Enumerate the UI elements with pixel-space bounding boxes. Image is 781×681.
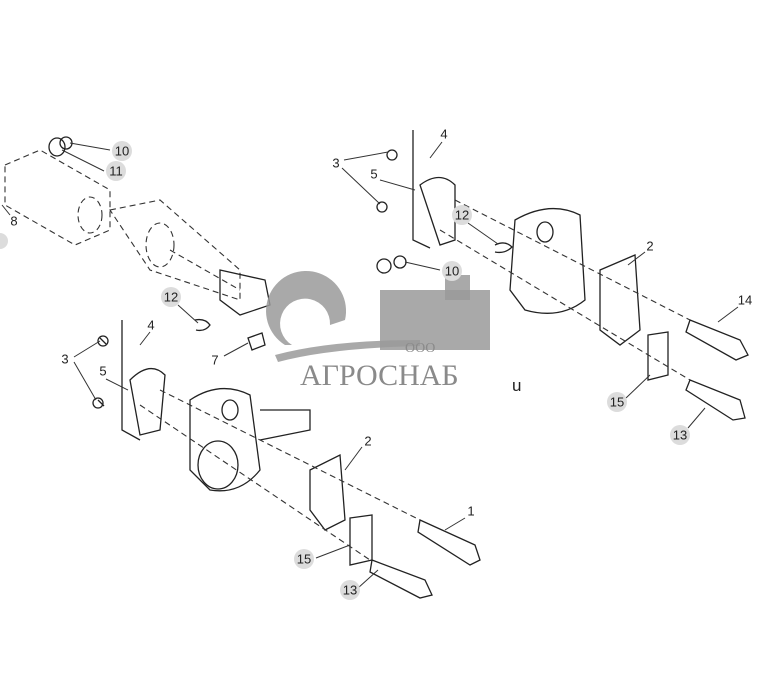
svg-text:10: 10	[445, 264, 459, 279]
callout-5: 5	[99, 364, 106, 379]
watermark-name: АГРОСНАБ	[300, 359, 459, 392]
svg-text:4: 4	[440, 127, 447, 142]
callout-2: 2	[646, 239, 653, 254]
callout-2: 2	[364, 434, 371, 449]
callout-4: 4	[147, 318, 154, 333]
svg-text:3: 3	[61, 352, 68, 367]
callout-10: 10	[112, 141, 132, 161]
left-bracket-assembly	[92, 318, 481, 599]
callout-1: 1	[467, 504, 474, 519]
callout-3: 3	[61, 352, 68, 367]
svg-text:2: 2	[364, 434, 371, 449]
cylinder-assembly	[4, 136, 271, 316]
svg-text:15: 15	[610, 395, 624, 410]
agrosnab-watermark-logo: ООО АГРОСНАБ u	[266, 270, 521, 395]
svg-text:13: 13	[673, 428, 687, 443]
callout-11: 11	[106, 161, 126, 181]
svg-text:8: 8	[10, 214, 17, 229]
svg-text:13: 13	[343, 583, 357, 598]
svg-text:3: 3	[332, 156, 339, 171]
svg-text:12: 12	[164, 290, 178, 305]
watermark-prefix: ООО	[405, 341, 435, 356]
svg-text:11: 11	[109, 164, 123, 179]
svg-text:5: 5	[99, 364, 106, 379]
callout-15: 15	[607, 392, 627, 412]
right-bracket-assembly	[376, 130, 749, 421]
svg-text:10: 10	[115, 144, 129, 159]
svg-text:7: 7	[211, 353, 218, 368]
left-callouts: 10 11 8 12 4 7 3 5 2 1 15 13	[0, 141, 475, 600]
callout-10: 10	[442, 261, 462, 281]
callout-12: 12	[161, 287, 181, 307]
svg-text:15: 15	[297, 552, 311, 567]
svg-text:5: 5	[370, 167, 377, 182]
right-callouts: 4 3 5 12 10 2 14 15 13	[332, 127, 752, 445]
svg-text:1: 1	[467, 504, 474, 519]
callout-7: 7	[211, 353, 218, 368]
callout-5: 5	[370, 167, 377, 182]
watermark-suffix: u	[512, 376, 521, 395]
svg-text:2: 2	[646, 239, 653, 254]
callout-3: 3	[332, 156, 339, 171]
svg-text:14: 14	[738, 293, 752, 308]
callout-15: 15	[294, 549, 314, 569]
svg-text:4: 4	[147, 318, 154, 333]
callout-12: 12	[452, 205, 472, 225]
callout-13: 13	[670, 425, 690, 445]
callout-4: 4	[440, 127, 447, 142]
callout-14: 14	[738, 293, 752, 308]
callout-8: 8	[10, 214, 17, 229]
svg-text:12: 12	[455, 208, 469, 223]
callout-13: 13	[340, 580, 360, 600]
